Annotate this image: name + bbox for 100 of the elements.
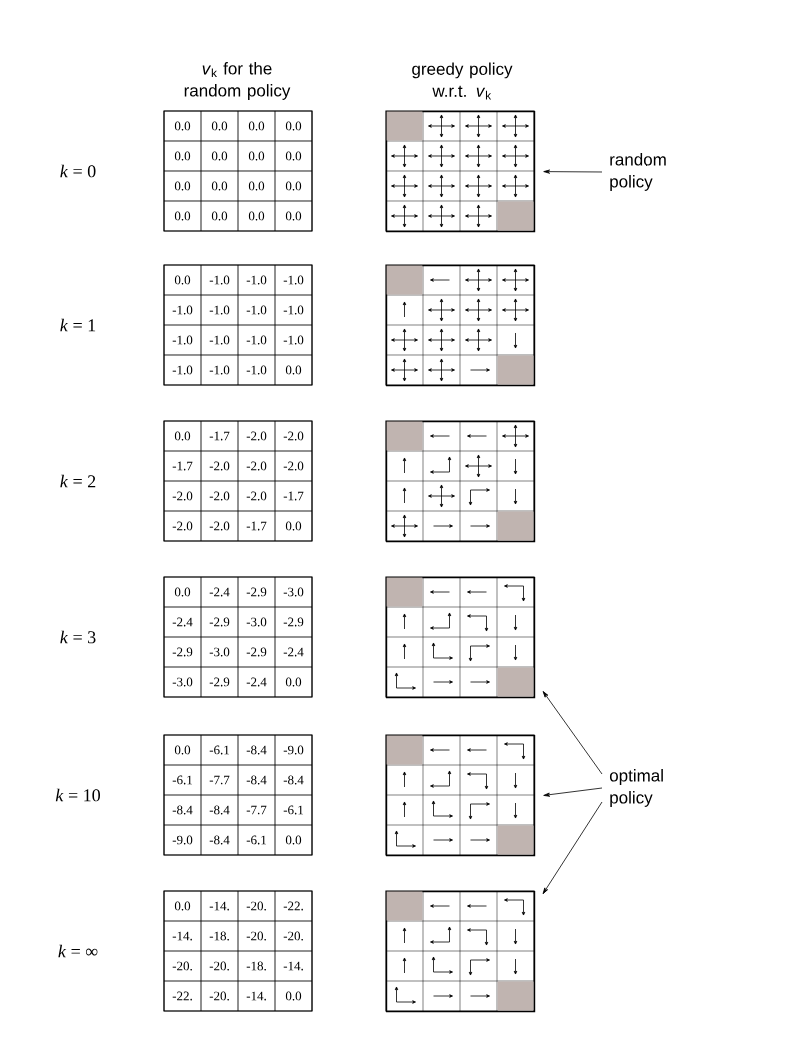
value-cell: -1.0 [200, 354, 239, 386]
iteration-label: k = 1 [60, 318, 96, 332]
value-cell: -6.1 [163, 764, 202, 796]
value-cell: -20. [237, 920, 276, 952]
policy-grid [385, 420, 536, 543]
value-cell: -22. [163, 980, 202, 1012]
value-cell: -2.0 [200, 450, 239, 482]
iteration-label: k = 2 [60, 474, 96, 488]
value-cell: -8.4 [200, 824, 239, 856]
value-cell: -14. [200, 890, 239, 922]
value-cell: -1.0 [237, 264, 276, 296]
value-cell: -20. [274, 920, 313, 952]
value-cell: -6.1 [200, 734, 239, 766]
label: 0.0 [174, 901, 191, 911]
value-cell: 0.0 [274, 824, 313, 856]
policy-grid [385, 890, 536, 1013]
value-cell: -3.0 [200, 636, 239, 668]
value-cell: -18. [200, 920, 239, 952]
value-cell: 0.0 [274, 140, 313, 172]
value-cell: -8.4 [237, 734, 276, 766]
arrow [543, 169, 603, 174]
value-cell: -2.4 [200, 576, 239, 608]
value-cell: 0.0 [274, 980, 313, 1012]
value-cell: -8.4 [237, 764, 276, 796]
value-cell: -20. [163, 950, 202, 982]
value-cell: -1.0 [274, 294, 313, 326]
value-cell: -1.0 [200, 294, 239, 326]
value-cell: 0.0 [274, 170, 313, 202]
value-cell: -22. [274, 890, 313, 922]
value-cell: -1.0 [163, 354, 202, 386]
value-cell: -9.0 [274, 734, 313, 766]
value-cell: -1.0 [237, 324, 276, 356]
value-cell: 0.0 [274, 354, 313, 386]
policy-grid [385, 110, 536, 233]
value-cell: 0.0 [163, 200, 202, 232]
value-cell: 0.0 [200, 170, 239, 202]
value-cell: -2.0 [163, 480, 202, 512]
arrow [542, 691, 603, 775]
value-cell: -1.0 [274, 324, 313, 356]
policy-grid [385, 264, 536, 387]
value-cell: -2.0 [163, 510, 202, 542]
value-cell: -1.0 [237, 354, 276, 386]
value-cell: -14. [274, 950, 313, 982]
value-cell: 0.0 [274, 666, 313, 698]
value-cell: -14. [237, 980, 276, 1012]
value-cell: -2.4 [163, 606, 202, 638]
value-cell: -18. [237, 950, 276, 982]
label: 0.0 [174, 275, 191, 285]
value-cell: -1.0 [200, 264, 239, 296]
label: 0.0 [174, 745, 191, 755]
value-cell: -1.7 [237, 510, 276, 542]
value-cell: -1.7 [163, 450, 202, 482]
value-cell: -2.4 [274, 636, 313, 668]
value-cell: 0.0 [200, 200, 239, 232]
value-cell: -2.0 [200, 510, 239, 542]
value-cell: 0.0 [237, 170, 276, 202]
value-cell: -3.0 [237, 606, 276, 638]
value-cell: -20. [237, 890, 276, 922]
value-cell: -2.0 [237, 480, 276, 512]
value-cell: 0.0 [200, 110, 239, 142]
value-cell: -2.0 [200, 480, 239, 512]
value-cell: -9.0 [163, 824, 202, 856]
value-cell: -1.7 [274, 480, 313, 512]
value-cell: 0.0 [237, 110, 276, 142]
value-cell: -2.9 [163, 636, 202, 668]
value-cell: -2.0 [237, 450, 276, 482]
value-cell: -14. [163, 920, 202, 952]
arrow [543, 787, 603, 797]
value-cell: -6.1 [274, 794, 313, 826]
value-cell: -8.4 [163, 794, 202, 826]
value-cell: -3.0 [163, 666, 202, 698]
value-cell: -1.0 [163, 324, 202, 356]
value-cell: -2.0 [274, 450, 313, 482]
value-cell: -2.0 [274, 420, 313, 452]
value-cell: 0.0 [237, 140, 276, 172]
label: 0.0 [174, 587, 191, 597]
annotation-text: random policy [610, 153, 666, 191]
value-cell: 0.0 [200, 140, 239, 172]
value-cell: -8.4 [200, 794, 239, 826]
value-cell: -1.0 [163, 294, 202, 326]
value-cell: -1.0 [274, 264, 313, 296]
value-cell: -20. [200, 980, 239, 1012]
policy-grid [385, 734, 536, 857]
label: 0.0 [174, 431, 191, 441]
value-cell: -3.0 [274, 576, 313, 608]
arrow [542, 801, 603, 895]
label: 0.0 [174, 121, 191, 131]
value-cell: -7.7 [237, 794, 276, 826]
value-cell: -2.9 [237, 636, 276, 668]
value-cell: 0.0 [163, 170, 202, 202]
value-cell: -1.0 [200, 324, 239, 356]
column-heading: v$_{k}$ for the random policy [184, 62, 291, 100]
value-cell: -2.9 [237, 576, 276, 608]
value-cell: -2.9 [200, 666, 239, 698]
iteration-label: k = 10 [55, 788, 100, 802]
value-cell: -2.0 [237, 420, 276, 452]
iteration-label: k = ∞ [58, 944, 98, 958]
value-cell: -1.0 [237, 294, 276, 326]
value-cell: -2.9 [274, 606, 313, 638]
value-cell: 0.0 [163, 140, 202, 172]
